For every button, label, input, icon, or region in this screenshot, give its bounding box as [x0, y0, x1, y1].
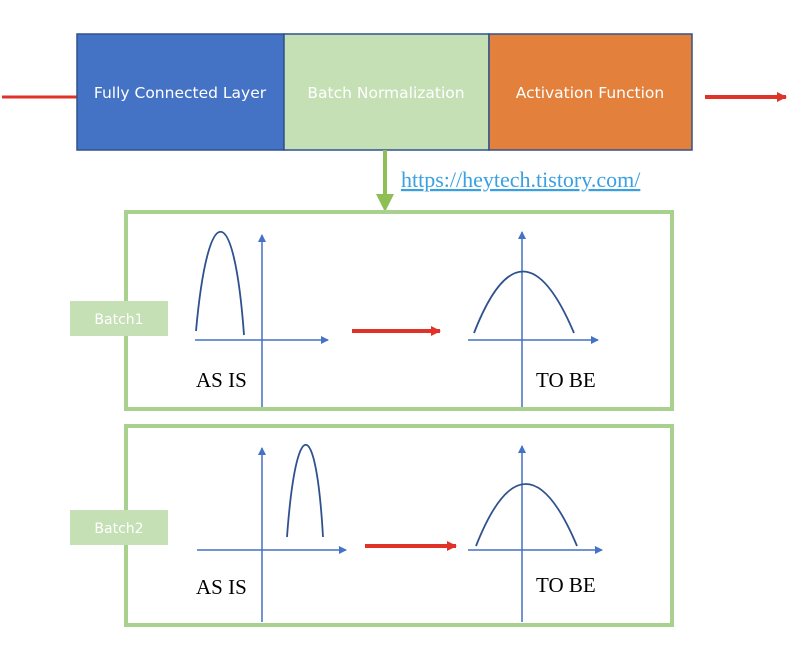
batch1-tab-label: Batch1 — [94, 312, 143, 328]
batch-normalization-box — [283, 33, 490, 151]
connector-arrowhead — [376, 194, 394, 212]
layer-pipeline: Fully Connected Layer Batch Normalizatio… — [76, 33, 693, 151]
batch1-tab — [70, 301, 168, 336]
fully-connected-layer-label: Fully Connected Layer — [94, 84, 267, 102]
batch2-after-curve — [475, 483, 578, 547]
batch1-after-curve — [473, 270, 575, 334]
activation-function-box — [488, 33, 693, 151]
batch2-tab-label: Batch2 — [94, 521, 143, 537]
batch2-after-label: TO BE — [536, 573, 596, 597]
batch1-before-label: AS IS — [196, 368, 247, 392]
batch1-before-curve — [195, 230, 245, 336]
batch2-panel: Batch2 AS IS TO BE — [70, 424, 674, 627]
source-link[interactable]: https://heytech.tistory.com/ — [401, 167, 641, 192]
batch1-panel: Batch1 AS IS TO BE — [70, 210, 674, 411]
activation-function-label: Activation Function — [516, 84, 664, 102]
batch2-tab — [70, 510, 168, 545]
batch-normalization-label: Batch Normalization — [307, 84, 464, 102]
batch2-before-label: AS IS — [196, 575, 247, 599]
fully-connected-layer-box — [76, 33, 285, 151]
batch1-after-label: TO BE — [536, 368, 596, 392]
batch2-before-curve — [286, 444, 324, 538]
